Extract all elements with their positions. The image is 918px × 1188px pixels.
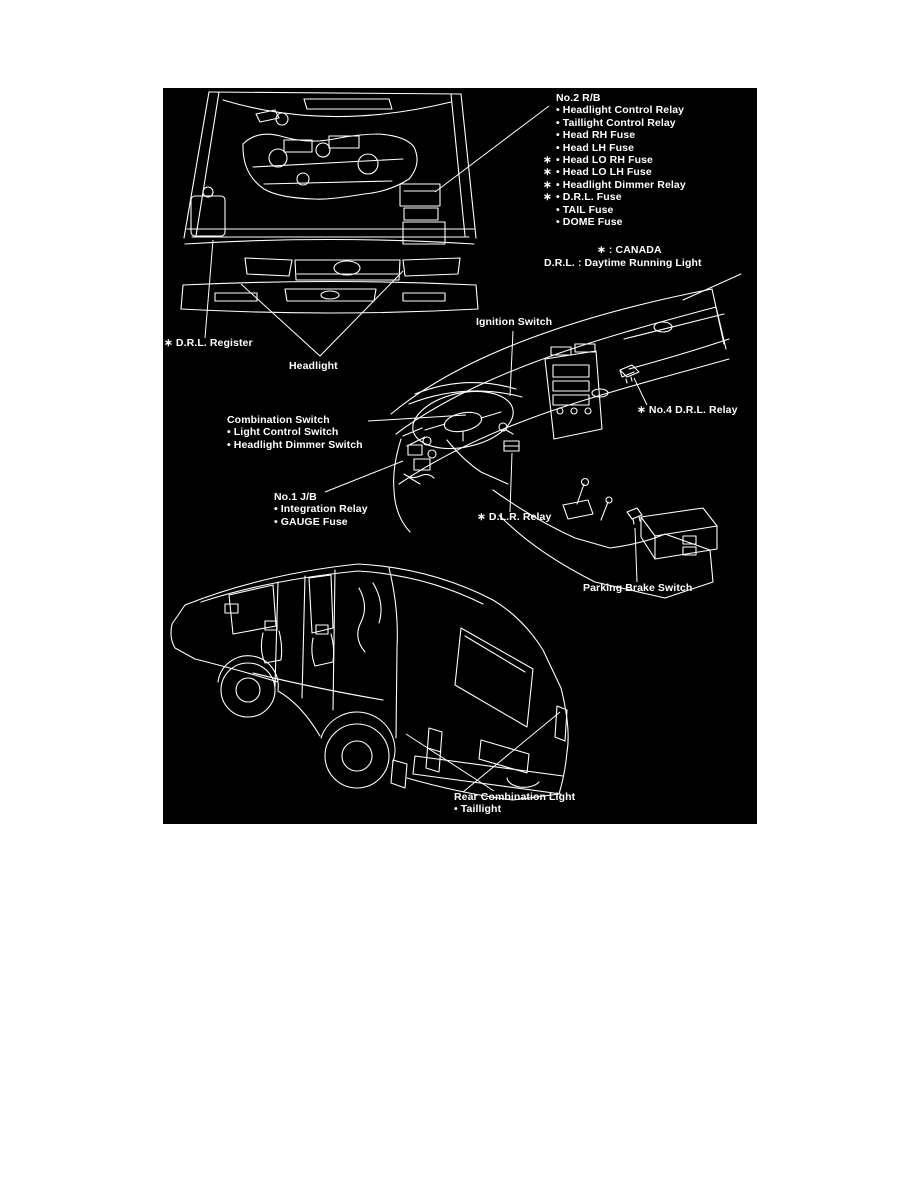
left-taillight — [425, 727, 443, 773]
star-marker: ∗ — [543, 191, 552, 204]
callout-no1-jb: No.1 J/B • Integration Relay • GAUGE Fus… — [274, 491, 368, 528]
legend-canada: ∗ : CANADA — [597, 244, 662, 256]
label-no4-drl-relay: ∗ No.4 D.R.L. Relay — [637, 404, 738, 416]
list-item: • Taillight — [454, 803, 502, 816]
leader-rear-combination-left — [405, 733, 495, 792]
leader-combination-switch — [367, 414, 467, 422]
console-armrest — [640, 507, 718, 537]
right-taillight — [554, 705, 568, 742]
front-wheel — [220, 662, 276, 718]
list-item: • Head LH Fuse — [556, 141, 635, 154]
leader-parking-brake-switch — [634, 527, 638, 583]
callout-no1-jb-title: No.1 J/B — [274, 491, 317, 503]
no4-drl-relay-glyph — [619, 364, 640, 378]
dashboard-interior-drawing — [390, 273, 742, 599]
label-parking-brake-switch: Parking Brake Switch — [583, 582, 693, 594]
left-headlight — [244, 257, 293, 277]
callout-rear-combination-light: Rear Combination Light • Taillight — [454, 791, 575, 816]
license-plate-recess — [478, 739, 530, 774]
star-marker: ∗ — [543, 166, 552, 179]
list-item: • Head RH Fuse — [556, 129, 636, 142]
label-dlr-relay: ∗ D.L.R. Relay — [477, 511, 552, 523]
list-item: • Taillight Control Relay — [556, 116, 676, 129]
rear-vehicle-drawing — [170, 563, 569, 801]
list-item: • Head LO RH Fuse — [556, 154, 653, 167]
leader-lines — [204, 105, 648, 793]
callout-no2-rb: No.2 R/B • Headlight Control Relay • Tai… — [543, 92, 686, 228]
line-art — [170, 91, 742, 801]
combination-switch-stalk — [402, 427, 423, 437]
label-drl-register: ∗ D.R.L. Register — [164, 337, 253, 349]
gear-shifter-knob — [580, 477, 590, 487]
list-item: • TAIL Fuse — [556, 203, 614, 216]
callout-combination-switch-title: Combination Switch — [227, 414, 330, 426]
rear-hatch-window — [454, 627, 534, 728]
no2-relay-box — [399, 183, 441, 207]
list-item: • Headlight Dimmer Switch — [227, 438, 363, 451]
leader-no2-rb — [434, 105, 550, 193]
list-item: • DOME Fuse — [556, 216, 623, 229]
label-headlight: Headlight — [289, 360, 338, 372]
callout-rear-combination-light-title: Rear Combination Light — [454, 791, 576, 803]
list-item: • GAUGE Fuse — [274, 515, 348, 528]
star-marker: ∗ — [543, 154, 552, 167]
leader-rear-combination-right — [462, 711, 561, 793]
leader-drl-register — [204, 239, 214, 339]
engine-bay-front-view-drawing — [180, 91, 479, 314]
label-ignition-switch: Ignition Switch — [476, 316, 553, 328]
parking-brake-switch-glyph — [626, 507, 643, 520]
list-item: • Head LO LH Fuse — [556, 166, 652, 179]
star-marker: ∗ — [543, 178, 552, 191]
steering-wheel — [412, 390, 514, 450]
list-item: • D.R.L. Fuse — [556, 191, 622, 204]
leader-no4-drl-relay — [633, 377, 648, 406]
right-headlight — [402, 257, 461, 277]
callout-combination-switch: Combination Switch • Light Control Switc… — [227, 414, 363, 451]
list-item: • Integration Relay — [274, 503, 368, 516]
list-item: • Headlight Dimmer Relay — [556, 178, 686, 191]
callout-no2-rb-title: No.2 R/B — [556, 92, 601, 104]
ignition-key-cylinder — [498, 422, 508, 432]
leader-no1-jb — [324, 460, 404, 493]
legend-drl: D.R.L. : Daytime Running Light — [544, 257, 702, 269]
list-item: • Light Control Switch — [227, 426, 339, 439]
leader-ignition-switch — [509, 330, 514, 397]
side-mirror — [224, 603, 239, 614]
list-item: • Headlight Control Relay — [556, 104, 685, 117]
leader-dlr-relay — [509, 452, 513, 513]
rear-wheel — [324, 723, 390, 789]
component-location-diagram: No.2 R/B • Headlight Control Relay • Tai… — [163, 88, 757, 824]
leader-headlight — [240, 270, 404, 357]
